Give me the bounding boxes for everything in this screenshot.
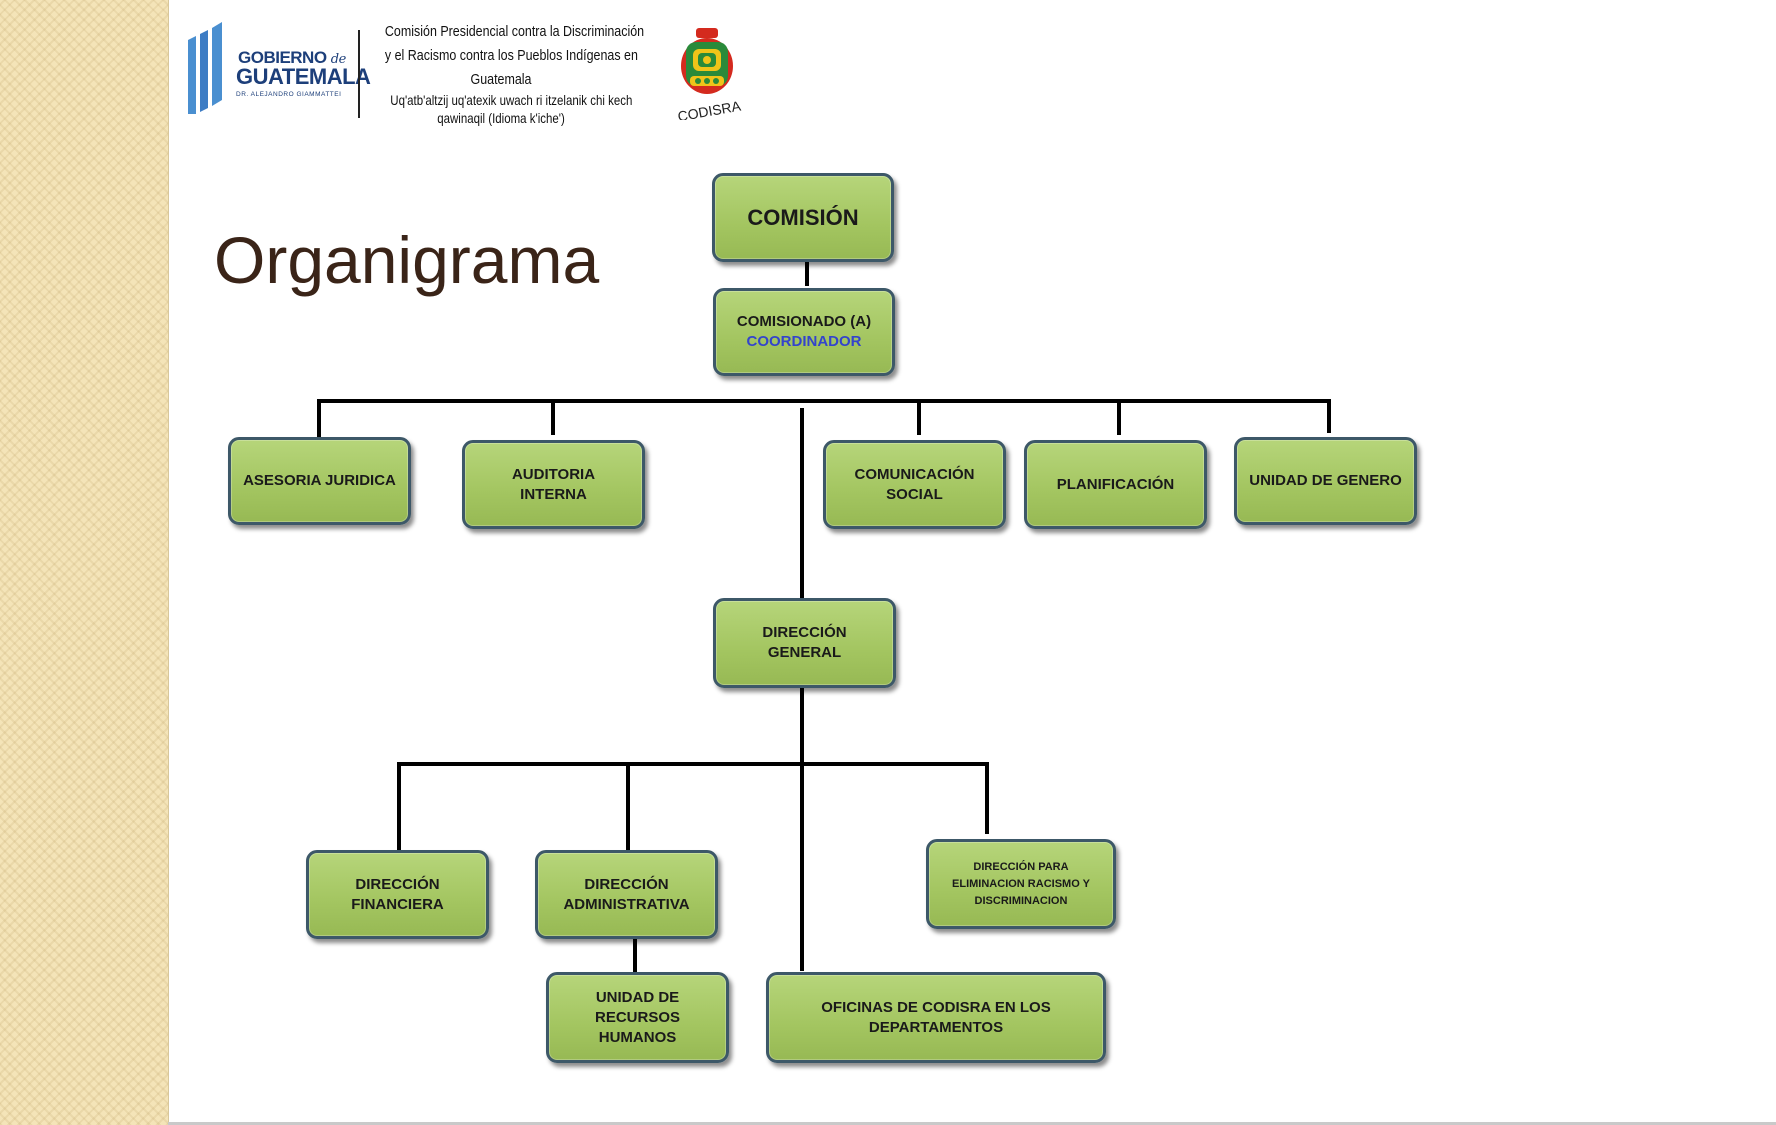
comision-line-1: Comisión Presidencial contra la Discrimi… — [384, 24, 645, 40]
direccion-general-label-1: DIRECCIÓN — [762, 624, 847, 641]
box-comision: COMISIÓN — [712, 173, 894, 262]
comunicacion-label-1: COMUNICACIÓN — [854, 465, 975, 483]
connector-direcciones-horizontal — [397, 762, 989, 766]
box-comisionado: COMISIONADO (A) COORDINADOR — [713, 288, 895, 376]
box-direccion-administrativa: DIRECCIÓN ADMINISTRATIVA — [535, 850, 718, 939]
financiera-label-1: DIRECCIÓN — [355, 875, 440, 893]
box-asesoria-juridica: ASESORIA JURIDICA — [228, 437, 411, 525]
kiche-line-1: Uq'atb'altzij uq'atexik uwach ri itzelan… — [390, 92, 633, 108]
president-text: DR. ALEJANDRO GIAMMATTEI — [236, 91, 342, 98]
recursos-humanos-label-3: HUMANOS — [598, 1028, 677, 1046]
connector-recursos-humanos — [633, 938, 637, 974]
administrativa-label-1: DIRECCIÓN — [584, 875, 669, 893]
box-auditoria-interna: AUDITORIA INTERNA — [462, 440, 645, 529]
racismo-label-2: ELIMINACION RACISMO Y — [952, 877, 1090, 890]
bottom-rule — [168, 1122, 1776, 1125]
connector-asesoria — [317, 399, 321, 437]
box-direccion-general: DIRECCIÓN GENERAL — [713, 598, 896, 688]
box-direccion-financiera: DIRECCIÓN FINANCIERA — [306, 850, 489, 939]
connector-staff-horizontal — [317, 399, 1331, 403]
kiche-line-2: qawinaqil (Idioma k'iche') — [437, 110, 565, 126]
codisra-label: CODISRA — [676, 97, 742, 120]
connector-financiera — [397, 762, 401, 850]
comisionado-label: COMISIONADO (A) — [736, 313, 872, 330]
coordinador-label: COORDINADOR — [746, 333, 862, 350]
genero-label: UNIDAD DE GENERO — [1249, 472, 1402, 489]
connector-comunicacion — [917, 399, 921, 435]
comunicacion-label-2: SOCIAL — [886, 485, 943, 503]
guatemala-flag-bars-icon — [188, 22, 222, 114]
connector-comision-comisionado — [805, 262, 809, 286]
comision-line-2: y el Racismo contra los Pueblos Indígena… — [384, 48, 638, 64]
auditoria-label-1: AUDITORIA — [511, 465, 596, 483]
guatemala-text: GUATEMALA — [236, 64, 371, 89]
codisra-logo: CODISRA — [676, 28, 743, 120]
box-comunicacion-social: COMUNICACIÓN SOCIAL — [823, 440, 1006, 529]
box-planificacion: PLANIFICACIÓN — [1024, 440, 1207, 529]
connector-direccion-general-down — [800, 688, 804, 971]
comision-presidencial-text: Comisión Presidencial contra la Discrimi… — [366, 20, 645, 128]
gobierno-guatemala-logo: GOBIERNO de GUATEMALA DR. ALEJANDRO GIAM… — [186, 20, 371, 120]
connector-racismo — [985, 762, 989, 834]
header-divider — [358, 30, 360, 118]
connector-to-direccion-general — [800, 408, 804, 598]
connector-administrativa — [626, 762, 630, 850]
recursos-humanos-label-1: UNIDAD DE — [595, 988, 680, 1006]
box-oficinas-departamentos: OFICINAS DE CODISRA EN LOS DEPARTAMENTOS — [766, 972, 1106, 1063]
oficinas-label-1: OFICINAS DE CODISRA EN LOS — [821, 998, 1051, 1016]
comision-line-3: Guatemala — [470, 72, 532, 88]
direccion-general-label-2: GENERAL — [767, 644, 842, 661]
page-title: Organigrama — [214, 223, 600, 297]
recursos-humanos-label-2: RECURSOS — [594, 1008, 680, 1026]
racismo-label-1: DIRECCIÓN PARA — [973, 860, 1069, 873]
oficinas-label-2: DEPARTAMENTOS — [868, 1018, 1004, 1036]
financiera-label-2: FINANCIERA — [351, 895, 444, 913]
comision-label: COMISIÓN — [747, 204, 859, 230]
connector-planificacion — [1117, 399, 1121, 435]
decorative-side-strip — [0, 0, 169, 1125]
box-unidad-genero: UNIDAD DE GENERO — [1234, 437, 1417, 525]
racismo-label-3: DISCRIMINACION — [974, 894, 1068, 907]
box-recursos-humanos: UNIDAD DE RECURSOS HUMANOS — [546, 972, 729, 1063]
box-direccion-racismo: DIRECCIÓN PARA ELIMINACION RACISMO Y DIS… — [926, 839, 1116, 929]
planificacion-label: PLANIFICACIÓN — [1056, 475, 1175, 493]
gobierno-text: GOBIERNO de — [238, 48, 346, 67]
connector-auditoria — [551, 399, 555, 435]
connector-genero — [1327, 399, 1331, 433]
administrativa-label-2: ADMINISTRATIVA — [563, 895, 690, 913]
asesoria-label: ASESORIA JURIDICA — [243, 472, 396, 489]
auditoria-label-2: INTERNA — [520, 485, 587, 503]
